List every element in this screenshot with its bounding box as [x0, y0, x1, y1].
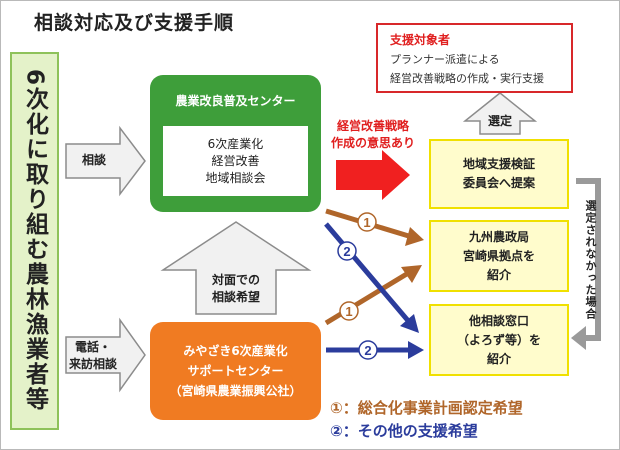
phone-visit-label-line1: 電話・: [74, 340, 111, 354]
not-selected-label: 選定されなかった場合: [584, 200, 597, 320]
support-center-line2: サポートセンター: [187, 364, 284, 378]
extension-center-line1: 6次産業化: [207, 136, 264, 151]
consult-label: 相談: [81, 153, 106, 167]
support-target-box: 支援対象者 プランナー派遣による 経営改善戦略の作成・実行支援: [376, 23, 573, 93]
face-to-face-label-line2: 相談希望: [211, 290, 260, 304]
not-selected-arrowhead: [571, 326, 586, 350]
face-to-face-label-line1: 対面での: [211, 273, 260, 287]
route1-lower-line: [324, 269, 412, 326]
intent-arrow: [336, 150, 410, 200]
phone-visit-label: 電話・ 来訪相談: [64, 339, 122, 373]
route2-marker-lower: [358, 340, 378, 360]
legend-item-2: ②：その他の支援希望: [330, 422, 478, 440]
route1-marker-lower-text: 1: [345, 304, 352, 319]
face-to-face-arrow: [160, 221, 312, 315]
support-center-box: みやざき6次産業化 サポートセンター （宮崎県農業振興公社）: [150, 322, 321, 420]
intent-label-line2: 作成の意思あり: [330, 136, 415, 150]
face-to-face-label: 対面での 相談希望: [196, 272, 276, 306]
selection-label: 選定: [487, 114, 512, 128]
page-title: 相談対応及び支援手順: [34, 12, 235, 34]
other-window-line2: （よろず等）を: [456, 332, 541, 347]
extension-center-line3: 地域相談会: [205, 170, 266, 185]
route1-upper-head: [405, 227, 424, 246]
support-center-line1: みやざき6次産業化: [183, 344, 288, 358]
extension-center-title: 農業改良普及センター: [175, 94, 296, 108]
selection-arrow: [462, 92, 538, 135]
intent-label: 経営改善戦略 作成の意思あり: [330, 118, 416, 152]
support-target-line1: プランナー派遣による: [390, 53, 500, 66]
legend-item-1: ①：総合化事業計画認定希望: [330, 399, 523, 417]
kyushu-line1: 九州農政局: [468, 229, 529, 244]
support-center-line3: （宮崎県農業振興公社）: [169, 384, 302, 398]
consult-arrow: [65, 125, 146, 197]
kyushu-bureau-box: 九州農政局 宮崎県拠点を 紹介: [429, 220, 569, 292]
kyushu-line2: 宮崎県拠点を: [462, 248, 535, 263]
kyushu-line3: 紹介: [486, 267, 511, 282]
route2-upper-line: [324, 222, 412, 325]
support-target-line2: 経営改善戦略の作成・実行支援: [390, 72, 544, 85]
route2-marker-upper-text: 2: [343, 244, 350, 259]
other-window-line3: 紹介: [486, 351, 511, 366]
route1-marker-upper-text: 1: [363, 215, 370, 230]
extension-center-inner: 6次産業化 経営改善 地域相談会: [163, 126, 308, 196]
other-window-line1: 他相談窓口: [468, 313, 529, 328]
route2-marker-upper: [337, 241, 357, 261]
farmers-box: 6次化に取り組む農林漁業者等: [10, 52, 59, 430]
route2-marker-lower-text: 2: [364, 343, 371, 358]
committee-line1: 地域支援検証: [462, 157, 535, 171]
route2-upper-head: [400, 314, 419, 333]
phone-visit-arrow: [65, 317, 146, 393]
route1-marker-lower: [339, 301, 359, 321]
route2-lower-head: [408, 341, 424, 359]
support-target-title: 支援対象者: [390, 33, 451, 47]
not-selected-bracket: [576, 178, 601, 341]
committee-box: 地域支援検証 委員会へ提案: [429, 139, 569, 209]
committee-line2: 委員会へ提案: [462, 176, 535, 190]
route1-marker-upper: [357, 212, 377, 232]
extension-center-line2: 経営改善: [211, 153, 260, 168]
phone-visit-label-line2: 来訪相談: [68, 357, 117, 371]
other-window-box: 他相談窓口 （よろず等）を 紹介: [429, 304, 569, 376]
intent-label-line1: 経営改善戦略: [336, 119, 409, 133]
route1-lower-head: [401, 265, 422, 283]
farmers-label: 6次化に取り組む農林漁業者等: [21, 69, 48, 413]
